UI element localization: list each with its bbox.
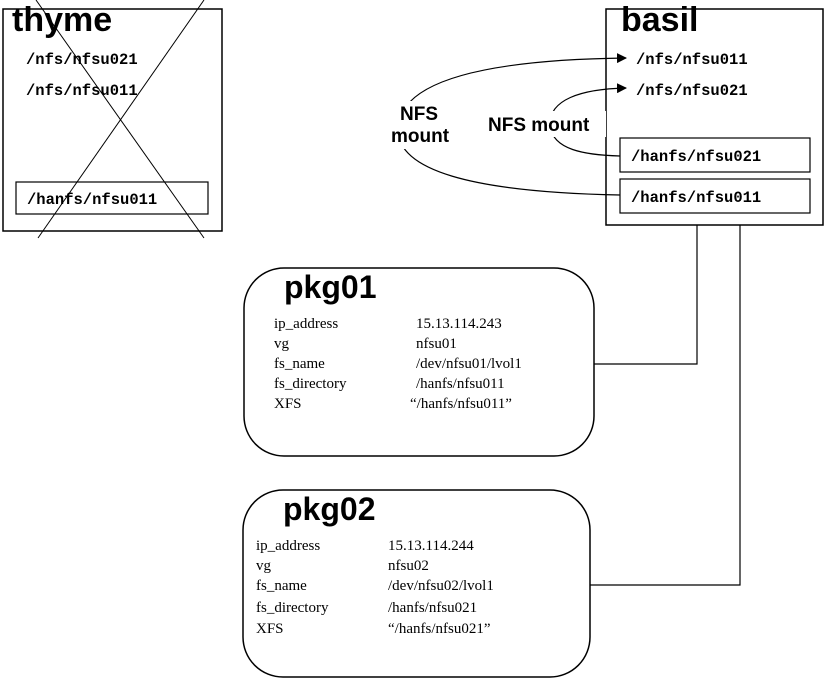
pkg01-value-vg: nfsu01 (416, 336, 457, 352)
connector-pkg02 (590, 225, 741, 586)
thyme-box (2, 8, 223, 232)
pkg02-key-vg: vg (256, 558, 272, 574)
basil-title: basil (621, 1, 698, 39)
pkg02-values: 15.13.114.244 nfsu02 /dev/nfsu02/lvol1 /… (388, 538, 494, 637)
package-connectors (590, 225, 741, 586)
thyme-local-fs-box (15, 181, 209, 215)
pkg01-value-xfs: “/hanfs/nfsu011” (410, 396, 512, 412)
nfs-mount-arrows: NFS mount NFS mount (389, 53, 627, 196)
pkg02-key-xfs: XFS (256, 621, 284, 637)
pkg01-title: pkg01 (284, 269, 376, 305)
thyme-title: thyme (12, 1, 112, 39)
pkg02-box (242, 489, 591, 678)
pkg01-key-xfs: XFS (274, 396, 302, 412)
pkg02-value-ip-address: 15.13.114.244 (388, 538, 474, 554)
outer-mount-label: mount (391, 126, 450, 147)
pkg02-value-xfs: “/hanfs/nfsu021” (388, 621, 490, 637)
pkg02-key-fs-name: fs_name (256, 578, 307, 594)
thyme-local-fs: /hanfs/nfsu011 (27, 191, 157, 209)
thyme-mount-1: /nfs/nfsu021 (26, 51, 138, 69)
pkg02-value-fs-directory: /hanfs/nfsu021 (388, 600, 477, 616)
pkg01-key-fs-name: fs_name (274, 356, 325, 372)
pkg01-key-ip-address: ip_address (274, 316, 338, 332)
basil-local-fs-1: /hanfs/nfsu021 (631, 148, 761, 166)
pkg01-key-vg: vg (274, 336, 290, 352)
node-thyme: thyme /nfs/nfsu021 /nfs/nfsu011 /hanfs/n… (2, 0, 223, 239)
outer-label-bg (389, 101, 463, 149)
basil-local-fs-box-2 (619, 178, 811, 214)
basil-mount-2: /nfs/nfsu021 (636, 82, 748, 100)
node-basil: basil /nfs/nfsu011 /nfs/nfsu021 /hanfs/n… (605, 1, 824, 226)
pkg01-key-fs-directory: fs_directory (274, 376, 347, 392)
inner-nfs-mount-label: NFS mount (488, 115, 590, 136)
pkg01-value-fs-directory: /hanfs/nfsu011 (416, 376, 505, 392)
package-pkg01: pkg01 ip_address vg fs_name fs_directory… (243, 267, 595, 457)
outer-nfs-label: NFS (400, 104, 438, 125)
pkg02-value-fs-name: /dev/nfsu02/lvol1 (388, 578, 494, 594)
pkg01-keys: ip_address vg fs_name fs_directory XFS (274, 316, 347, 412)
package-pkg02: pkg02 ip_address vg fs_name fs_directory… (242, 489, 591, 678)
pkg01-value-fs-name: /dev/nfsu01/lvol1 (416, 356, 522, 372)
inner-label-bg (486, 111, 606, 137)
basil-local-fs-2: /hanfs/nfsu011 (631, 189, 761, 207)
pkg01-value-ip-address: 15.13.114.243 (416, 316, 502, 332)
pkg02-title: pkg02 (283, 491, 375, 527)
connector-pkg01 (594, 225, 698, 365)
basil-local-fs-box-1 (619, 137, 811, 173)
thyme-failure-cross-a (35, 0, 205, 239)
pkg02-key-fs-directory: fs_directory (256, 600, 329, 616)
pkg01-values: 15.13.114.243 nfsu01 /dev/nfsu01/lvol1 /… (410, 316, 522, 412)
pkg02-keys: ip_address vg fs_name fs_directory XFS (256, 538, 329, 637)
pkg02-value-vg: nfsu02 (388, 558, 429, 574)
pkg02-key-ip-address: ip_address (256, 538, 320, 554)
basil-mount-1: /nfs/nfsu011 (636, 51, 748, 69)
pkg01-box (243, 267, 595, 457)
thyme-mount-2: /nfs/nfsu011 (26, 82, 138, 100)
thyme-failure-cross-b (37, 0, 205, 239)
